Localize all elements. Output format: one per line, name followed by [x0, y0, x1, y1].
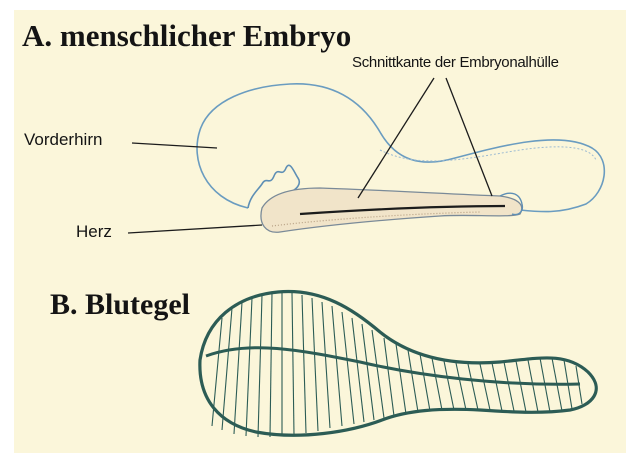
embryo-illustration [197, 84, 604, 232]
label-heart: Herz [76, 222, 112, 242]
leech-body-outline [200, 292, 596, 436]
heart-leader-line [128, 225, 262, 233]
heading-leech: B. Blutegel [50, 288, 190, 322]
leech-illustration [200, 292, 596, 437]
heading-human-embryo: A. menschlicher Embryo [22, 18, 351, 54]
embryo-body [261, 188, 522, 232]
label-cut-edge: Schnittkante der Embryonalhülle [352, 54, 559, 71]
label-forebrain: Vorderhirn [24, 130, 102, 150]
forebrain-leader-line [132, 143, 217, 148]
cut-edge-leader-line-right [446, 78, 492, 196]
cut-edge-leader-line-left [358, 78, 434, 198]
